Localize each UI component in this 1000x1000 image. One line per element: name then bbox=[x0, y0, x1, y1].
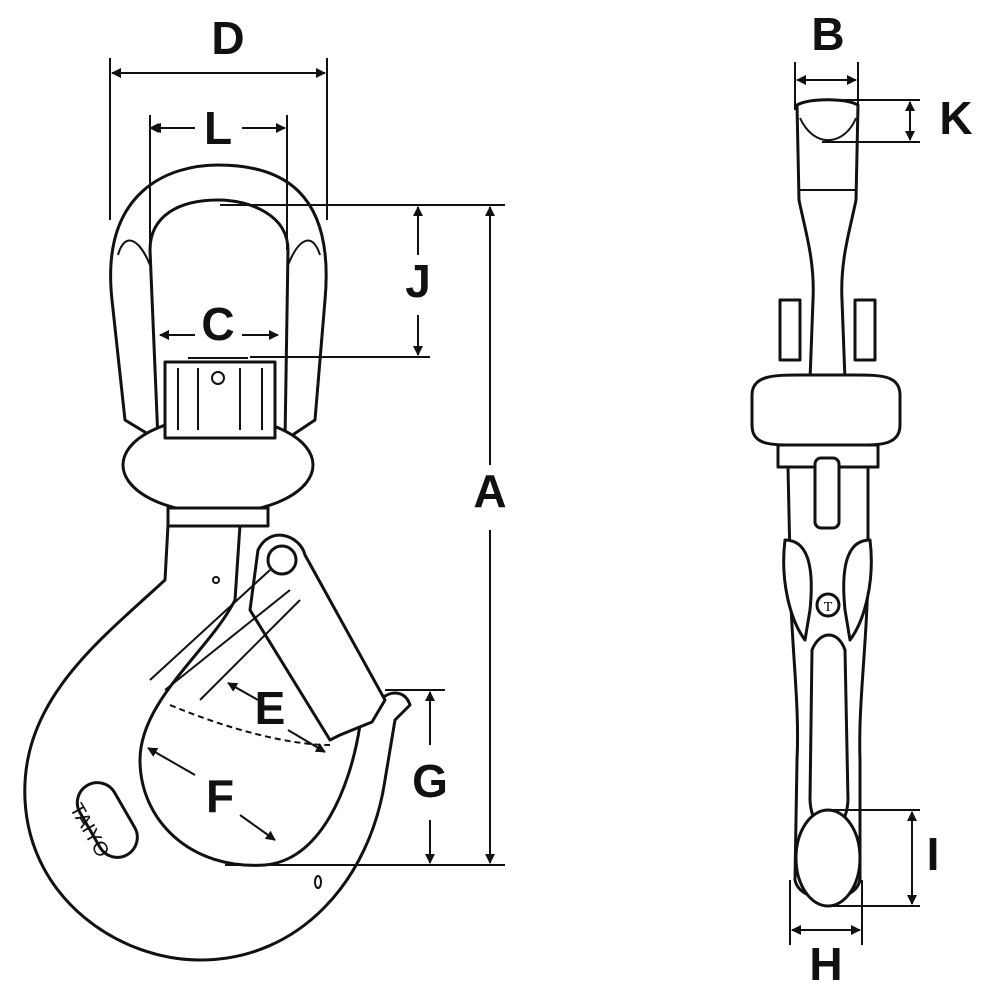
dim-label-e: E bbox=[255, 682, 286, 734]
brand-plate bbox=[75, 781, 139, 859]
dim-label-k: K bbox=[939, 92, 972, 144]
dim-label-d: D bbox=[211, 12, 244, 64]
collar bbox=[166, 506, 270, 528]
dim-label-b: B bbox=[811, 8, 844, 60]
dim-label-a: A bbox=[473, 465, 506, 517]
side-logo-marking: T bbox=[824, 600, 833, 615]
dim-label-h: H bbox=[809, 938, 842, 990]
dim-label-i: I bbox=[927, 828, 940, 880]
hook-body bbox=[23, 523, 412, 962]
dim-label-j: J bbox=[405, 255, 431, 307]
front-view: TAIYO bbox=[23, 163, 412, 962]
nut bbox=[163, 360, 277, 440]
dim-label-g: G bbox=[412, 755, 448, 807]
latch bbox=[248, 533, 387, 742]
side-view: T bbox=[750, 98, 902, 908]
dimensions: D L C J A G E F B K I bbox=[109, 8, 973, 990]
dim-label-f: F bbox=[206, 770, 234, 822]
side-swivel bbox=[750, 373, 902, 447]
bail bbox=[109, 163, 328, 442]
dim-label-l: L bbox=[204, 102, 232, 154]
dim-label-c: C bbox=[201, 298, 234, 350]
